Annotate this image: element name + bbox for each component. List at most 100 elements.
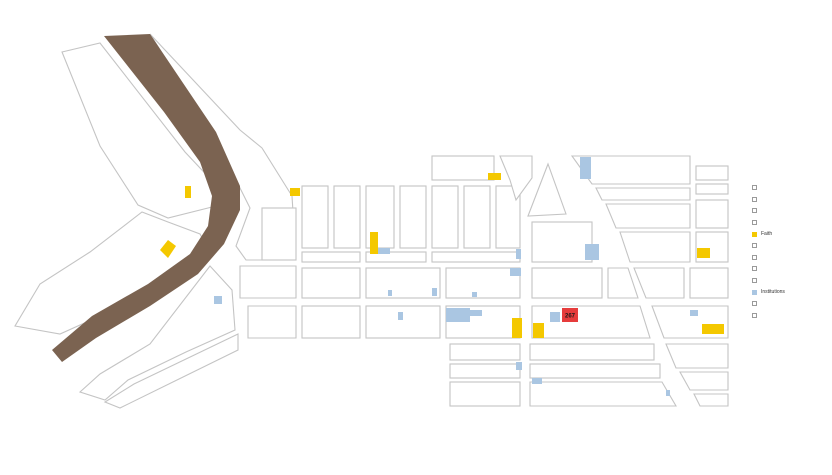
legend-item-faith: Faith — [752, 228, 830, 240]
legend-item — [752, 252, 830, 264]
river — [52, 34, 240, 362]
legend-item — [752, 298, 830, 310]
block — [239, 265, 297, 299]
block — [529, 381, 677, 407]
institution-parcel — [214, 296, 222, 304]
block — [365, 305, 441, 339]
legend-swatch — [752, 220, 757, 226]
faith-parcels — [160, 173, 724, 338]
block — [531, 221, 593, 263]
faith-parcel — [290, 188, 300, 196]
legend-item-institutions: Institutions — [752, 286, 830, 298]
institution-parcels — [214, 157, 698, 396]
legend-item — [752, 205, 830, 217]
block — [247, 305, 297, 339]
institution-parcel — [378, 248, 390, 254]
block — [693, 393, 729, 407]
block — [689, 267, 729, 299]
block — [431, 185, 459, 249]
block — [529, 363, 661, 379]
block — [449, 363, 521, 379]
faith-parcel — [702, 324, 724, 334]
block — [431, 155, 495, 181]
faith-parcel — [697, 248, 710, 258]
institution-parcel — [398, 312, 403, 320]
legend-item — [752, 240, 830, 252]
institution-parcel — [550, 312, 560, 322]
block — [605, 203, 691, 229]
institution-parcel — [532, 378, 542, 384]
institution-parcel — [690, 310, 698, 316]
block — [595, 187, 691, 201]
block — [619, 231, 691, 263]
institution-parcel — [585, 244, 599, 260]
legend-swatch — [752, 185, 757, 191]
block — [607, 267, 639, 299]
legend-item — [752, 310, 830, 322]
legend-item — [752, 263, 830, 275]
faith-parcel — [370, 232, 378, 254]
block — [665, 343, 729, 369]
faith-parcel — [488, 173, 501, 180]
block — [695, 199, 729, 229]
block — [695, 165, 729, 181]
legend-swatch-faith — [752, 231, 757, 237]
block — [103, 333, 239, 409]
institution-parcel — [470, 310, 482, 316]
institution-parcel — [446, 308, 470, 322]
west-bank-blocks — [14, 42, 239, 409]
legend-item — [752, 194, 830, 206]
block — [301, 251, 361, 263]
legend-swatch — [752, 312, 757, 318]
block — [499, 155, 533, 202]
block — [679, 371, 729, 391]
legend-swatch — [752, 254, 757, 260]
block — [431, 251, 521, 263]
faith-parcel — [160, 240, 176, 258]
legend-item — [752, 275, 830, 287]
legend-swatch — [752, 301, 757, 307]
street-grid-blocks — [261, 155, 729, 407]
block — [531, 267, 603, 299]
block — [449, 381, 521, 407]
faith-parcel — [185, 186, 191, 198]
block — [333, 185, 361, 249]
institution-parcel — [472, 292, 477, 297]
block — [695, 183, 729, 195]
block — [61, 42, 234, 219]
block — [365, 267, 441, 299]
legend-label-institutions: Institutions — [761, 289, 785, 296]
legend-swatch — [752, 266, 757, 272]
legend-item — [752, 182, 830, 194]
block — [449, 343, 521, 361]
block — [633, 267, 685, 299]
block — [301, 305, 361, 339]
block — [301, 185, 329, 249]
faith-parcel — [533, 323, 544, 338]
institution-parcel — [432, 288, 437, 296]
institution-parcel — [516, 249, 521, 259]
institution-parcel — [510, 268, 521, 276]
legend-label-faith: Faith — [761, 231, 773, 238]
legend-swatch — [752, 208, 757, 214]
institution-parcel — [388, 290, 392, 296]
block — [365, 251, 427, 263]
legend-swatch — [752, 196, 757, 202]
highlighted-parcel-label: 267 — [565, 314, 576, 320]
block — [261, 207, 297, 261]
block — [399, 185, 427, 249]
faith-parcel — [512, 318, 522, 338]
block — [301, 267, 361, 299]
highlighted-parcel — [562, 308, 578, 322]
legend-item — [752, 217, 830, 229]
map-legend: Faith Institutions — [752, 182, 830, 321]
block — [463, 185, 491, 249]
institution-parcel — [580, 157, 591, 179]
legend-swatch — [752, 243, 757, 249]
legend-swatch-institutions — [752, 289, 757, 295]
institution-parcel — [666, 390, 670, 396]
block — [527, 162, 567, 217]
block — [78, 265, 236, 401]
block — [529, 343, 655, 361]
